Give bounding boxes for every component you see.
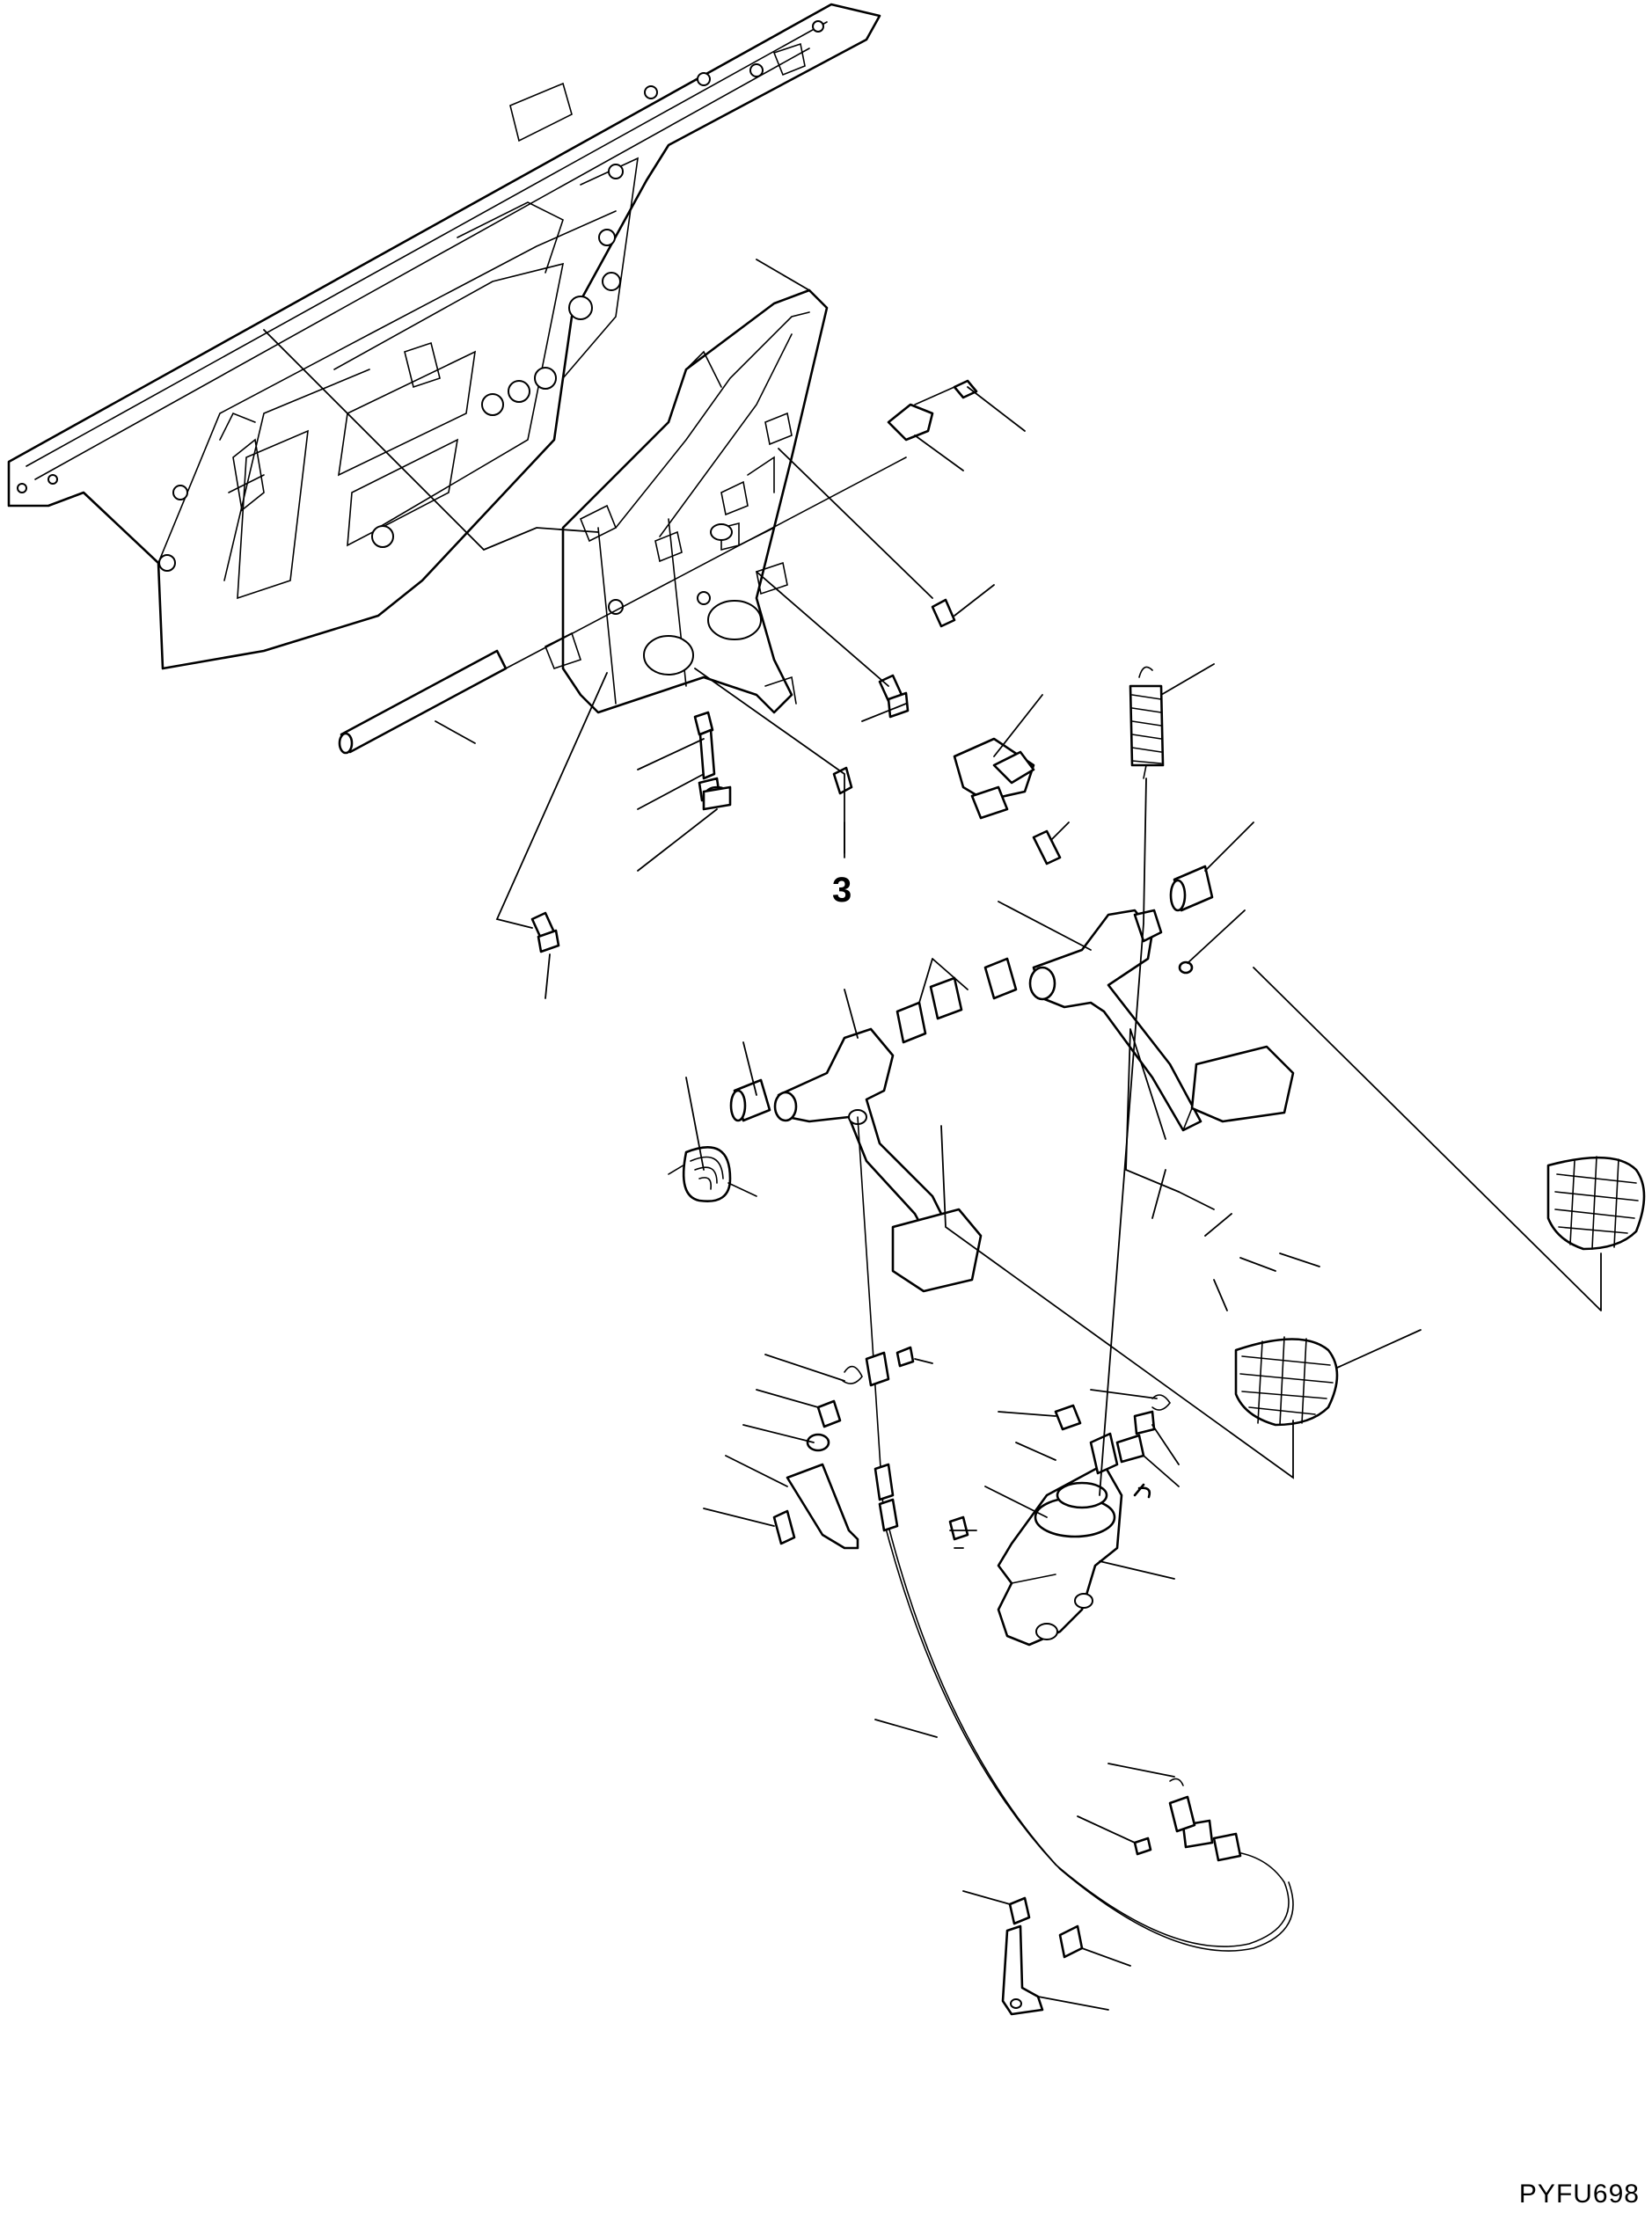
clutch-pedal: [773, 1027, 983, 1293]
cable-bracket-bottom: [1001, 1896, 1084, 2016]
cab-front-frame-panel: [7, 3, 881, 670]
pedal-shaft: [338, 456, 907, 755]
bracket-fasteners: [530, 523, 956, 953]
pedal-bracket: [544, 288, 829, 714]
cable-clevis: [842, 1346, 915, 1387]
brake-pedal: [1028, 909, 1295, 1132]
clutch-cable: [857, 1116, 1294, 1952]
pedal-pad-center: [1234, 1336, 1339, 1427]
master-cylinder: [948, 1404, 1156, 1647]
image-code: PYFU698: [1518, 2180, 1640, 2209]
torsion-spring: [668, 1146, 757, 1203]
return-spring: [1129, 666, 1165, 779]
retaining-clip: [1151, 1394, 1171, 1411]
pedal-bushings: [729, 865, 1214, 1122]
callout-label-3: 3: [832, 871, 852, 909]
cable-bracket-left: [772, 1399, 859, 1550]
pedal-pad-right: [1546, 1156, 1646, 1251]
leader-lines: [263, 259, 1602, 2011]
cable-end-clevis: [1133, 1778, 1196, 1856]
stop-bracket: [887, 379, 978, 442]
pedal-switch: [953, 737, 1062, 865]
